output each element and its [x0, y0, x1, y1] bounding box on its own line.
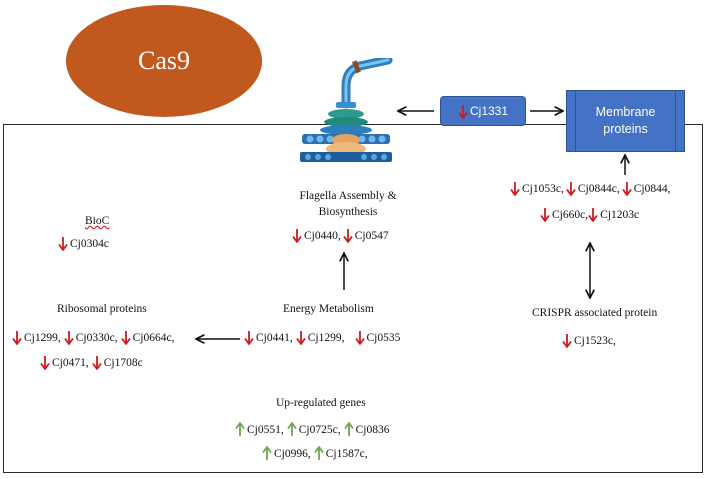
gene-label: Cj0551,	[247, 423, 284, 436]
energy-title: Energy Metabolism	[283, 303, 374, 315]
gene-label: Cj0725c,	[298, 423, 341, 436]
down-arrow-icon	[121, 330, 131, 345]
gene-label: Cj0844,	[633, 182, 671, 195]
down-arrow-icon	[296, 330, 306, 345]
down-arrow-icon	[510, 181, 520, 196]
energy-genes: Cj0441, Cj1299, Cj0535	[244, 330, 400, 345]
gene-label: Cj0547	[354, 229, 389, 242]
down-arrow-icon	[588, 207, 598, 222]
gene-label: Cj0304c	[70, 237, 109, 250]
bioc-title: BioC	[85, 215, 110, 227]
down-arrow-icon	[562, 333, 572, 348]
membrane-left-bar	[575, 91, 576, 151]
up-arrow-icon	[235, 422, 245, 437]
flagella-genes: Cj0440, Cj0547	[292, 228, 389, 243]
down-arrow-icon	[355, 330, 365, 345]
up-arrow-icon	[287, 422, 297, 437]
up-arrow-icon	[262, 446, 272, 461]
gene-label: Cj0844c,	[577, 182, 620, 195]
flagella-title-line1: Flagella Assembly &	[299, 190, 397, 202]
up-arrow-icon	[344, 422, 354, 437]
cas9-node: Cas9	[66, 5, 262, 117]
ribosomal-genes-row1: Cj1299, Cj0330c, Cj0664c,	[12, 330, 174, 345]
gene-label: Cj1708c	[103, 356, 143, 369]
cas9-label: Cas9	[138, 46, 190, 75]
down-arrow-icon	[92, 355, 102, 370]
down-arrow-icon	[566, 181, 576, 196]
gene-label: Cj0441,	[256, 331, 293, 344]
down-arrow-icon	[64, 330, 74, 345]
down-arrow-icon	[292, 228, 302, 243]
gene-label: Cj1053c,	[522, 182, 564, 195]
down-arrow-icon	[622, 181, 632, 196]
gene-label: Cj0996,	[274, 447, 311, 460]
crispr-genes: Cj1523c,	[562, 333, 616, 348]
membrane-label-line2: proteins	[603, 122, 648, 136]
upregulated-title: Up-regulated genes	[276, 397, 366, 409]
bioc-genes: Cj0304c	[58, 236, 109, 251]
gene-label: Cj1299,	[307, 331, 345, 344]
membrane-genes-row1: Cj1053c, Cj0844c, Cj0844,	[510, 181, 670, 196]
gene-label: Cj0471,	[52, 356, 89, 369]
ribosomal-title: Ribosomal proteins	[57, 303, 147, 315]
membrane-label-line1: Membrane	[595, 105, 656, 120]
gene-label: Cj1587c,	[325, 447, 368, 460]
down-arrow-icon	[458, 104, 468, 119]
gene-label: Cj0535	[366, 331, 401, 344]
upregulated-genes-row1: Cj0551, Cj0725c, Cj0836	[235, 422, 389, 437]
gene-label: Cj0330c,	[75, 331, 118, 344]
upregulated-genes-row2: Cj0996, Cj1587c,	[262, 446, 368, 461]
gene-label: Cj1203c	[600, 208, 640, 221]
flagella-motor-icon	[300, 58, 393, 162]
cj1331-box: Cj1331	[440, 96, 526, 126]
up-arrow-icon	[314, 446, 324, 461]
membrane-proteins-box: Membrane proteins	[566, 90, 685, 152]
down-arrow-icon	[244, 330, 254, 345]
down-arrow-icon	[540, 207, 550, 222]
flagella-title-line2: Biosynthesis	[318, 205, 378, 218]
down-arrow-icon	[12, 330, 22, 345]
gene-label: Cj1523c,	[574, 334, 616, 347]
cj1331-label: Cj1331	[469, 104, 509, 118]
gene-label: Cj0440,	[304, 229, 341, 242]
membrane-right-bar	[675, 91, 676, 151]
down-arrow-icon	[58, 236, 68, 251]
gene-label: Cj660c,	[552, 208, 589, 221]
ribosomal-genes-row2: Cj0471, Cj1708c	[40, 355, 143, 370]
gene-label: Cj1299,	[24, 331, 61, 344]
down-arrow-icon	[343, 228, 353, 243]
membrane-genes-row2: Cj660c, Cj1203c	[540, 207, 639, 222]
gene-label: Cj0836	[355, 423, 390, 436]
down-arrow-icon	[40, 355, 50, 370]
gene-label: Cj0664c,	[132, 331, 175, 344]
flagella-title: Flagella Assembly & Biosynthesis	[296, 189, 400, 220]
crispr-title: CRISPR associated protein	[532, 307, 658, 319]
